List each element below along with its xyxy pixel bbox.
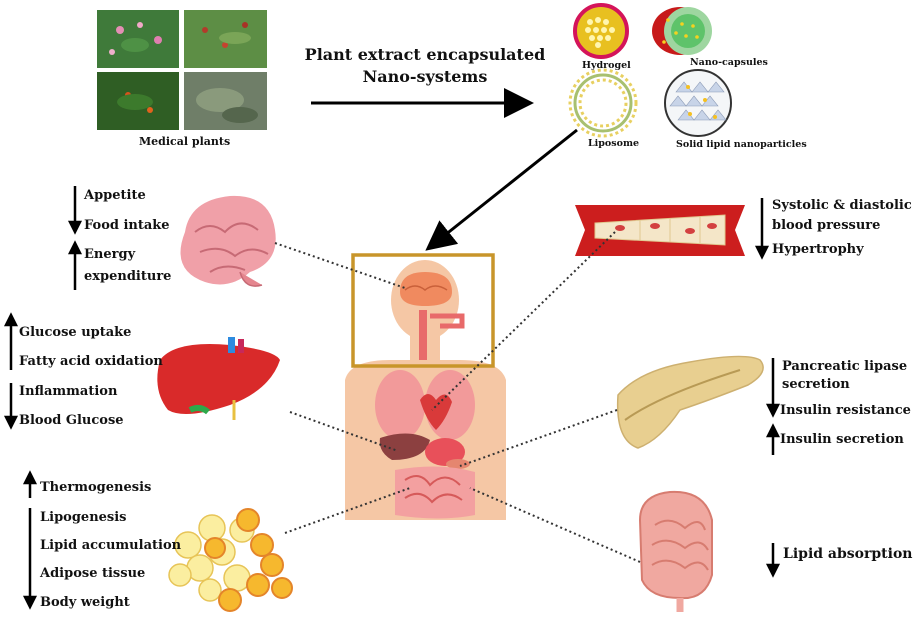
- glucose-uptake-label: Glucose uptake: [19, 325, 132, 340]
- pancreatic-lipase-label-1: Pancreatic lipase: [782, 359, 908, 374]
- lipogenesis-label: Lipogenesis: [40, 510, 127, 525]
- energy-label-2: expenditure: [84, 269, 172, 284]
- thermogenesis-label: Thermogenesis: [40, 480, 152, 495]
- inflammation-label: Inflammation: [19, 384, 118, 399]
- solid-lipid-nanoparticle-icon: [664, 69, 732, 137]
- food-intake-label: Food intake: [84, 218, 170, 233]
- adipose-tissue-label: Adipose tissue: [40, 566, 146, 581]
- body-weight-label: Body weight: [40, 595, 130, 610]
- nanocapsules-icon: [652, 7, 712, 55]
- head-highlight-frame: [351, 253, 495, 368]
- appetite-label: Appetite: [84, 188, 146, 203]
- nanosystem-to-body-arrow: [425, 128, 578, 251]
- blood-glucose-label: Blood Glucose: [19, 413, 124, 428]
- blood-vessel-icon: [575, 205, 745, 256]
- hydrogel-icon: [573, 3, 629, 59]
- pancreas-icon: [616, 355, 764, 449]
- liposome-label: Liposome: [588, 138, 640, 149]
- title: Plant extract encapsulated Nano-systems: [300, 44, 550, 87]
- liver-icon: [157, 337, 280, 420]
- blood-pressure-label-2: blood pressure: [772, 218, 881, 233]
- human-body: [345, 260, 506, 520]
- intestine-icon: [638, 490, 713, 612]
- connector-lines: [274, 231, 641, 563]
- plants-caption: Medical plants: [139, 135, 231, 148]
- insulin-resistance-label: Insulin resistance: [780, 403, 911, 418]
- blood-pressure-label-1: Systolic & diastolic: [772, 198, 912, 213]
- hydrogel-label: Hydrogel: [582, 60, 631, 71]
- lipid-absorption-label: Lipid absorption: [783, 546, 913, 562]
- insulin-secretion-label: Insulin secretion: [780, 432, 904, 447]
- adipose-tissue-icon: [168, 508, 293, 612]
- medical-plants-photos: [97, 10, 267, 130]
- nanocapsules-label: Nano-capsules: [690, 57, 768, 68]
- sln-label: Solid lipid nanoparticles: [676, 139, 807, 150]
- direction-arrows: [3, 186, 781, 610]
- fatty-acid-label: Fatty acid oxidation: [19, 354, 163, 369]
- title-line-1: Plant extract encapsulated: [304, 45, 546, 64]
- title-line-2: Nano-systems: [362, 66, 488, 86]
- pancreatic-lipase-label-2: secretion: [782, 377, 850, 392]
- brain-icon: [180, 195, 276, 287]
- hypertrophy-label: Hypertrophy: [772, 242, 864, 257]
- energy-label-1: Energy: [84, 247, 136, 262]
- lipid-accumulation-label: Lipid accumulation: [40, 538, 182, 553]
- liposome-icon: [568, 68, 638, 138]
